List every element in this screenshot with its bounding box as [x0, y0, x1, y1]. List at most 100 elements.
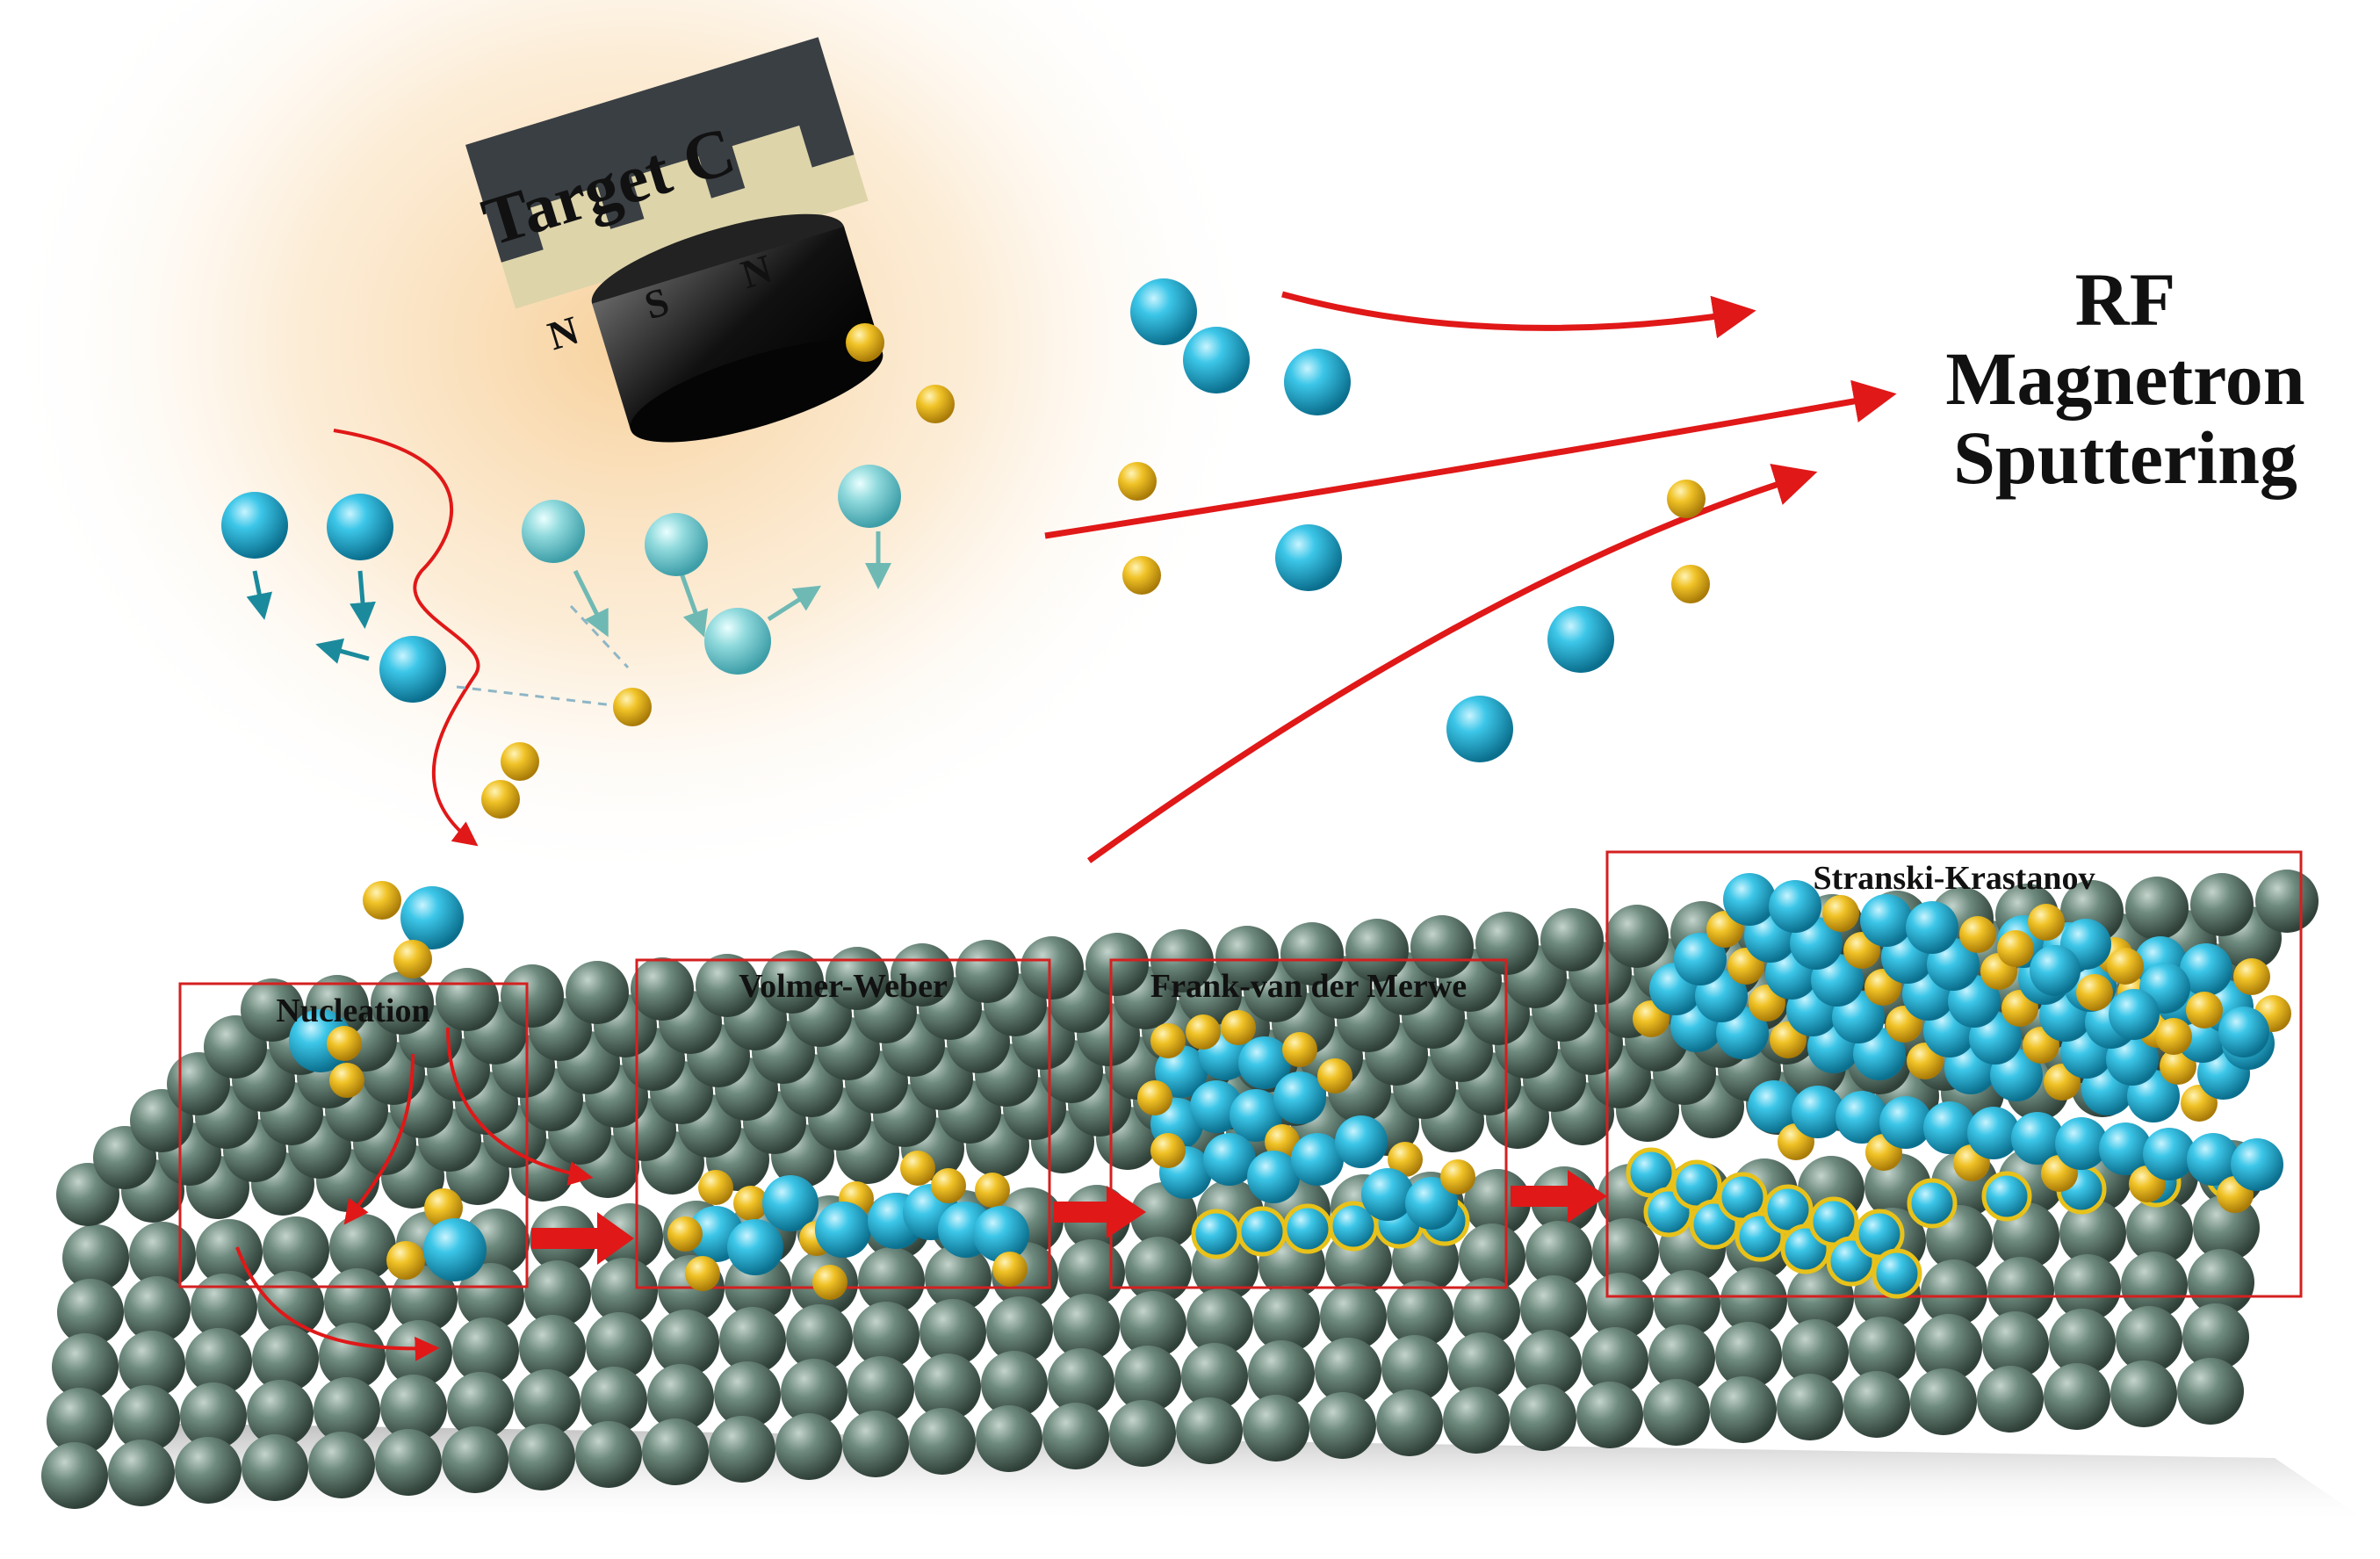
substrate-atom	[2190, 873, 2254, 936]
transition-arrow-2	[1054, 1186, 1146, 1238]
cyan-atom	[1237, 1206, 1287, 1257]
gold-atom	[685, 1256, 720, 1291]
substrate-atom	[920, 1299, 986, 1366]
cyan-atom	[2109, 989, 2160, 1040]
substrate-atom	[524, 1260, 591, 1327]
gold-atom	[931, 1168, 966, 1203]
cyan-atom	[1291, 1133, 1344, 1186]
substrate-atom	[925, 1245, 992, 1311]
cyan-atom	[1191, 1209, 1242, 1259]
substrate-atom	[2177, 1358, 2244, 1425]
gold-atom	[1440, 1159, 1475, 1195]
gold-atom	[916, 385, 955, 423]
gold-atom	[2233, 958, 2270, 995]
cyan-atom	[423, 1218, 487, 1281]
substrate-atom	[2121, 1252, 2188, 1318]
substrate-atom	[1643, 1379, 1710, 1446]
substrate-atom	[1587, 1273, 1654, 1339]
substrate-atom	[2182, 1303, 2249, 1370]
substrate-atom	[909, 1408, 976, 1475]
cyan-atom	[1981, 1171, 2032, 1222]
substrate-atom	[586, 1312, 653, 1379]
substrate-atom	[1459, 1223, 1525, 1290]
substrate-atom	[175, 1437, 242, 1504]
cyan-atom	[1361, 1168, 1414, 1221]
cyan-atom-faded	[522, 500, 585, 563]
cyan-atom	[1238, 1036, 1291, 1089]
substrate-atom	[2116, 1306, 2182, 1373]
gold-atom	[2076, 974, 2113, 1011]
substrate-atom	[252, 1325, 319, 1392]
cyan-atom	[1190, 1080, 1243, 1133]
substrate-atom	[696, 954, 759, 1017]
substrate-atom	[2110, 1361, 2177, 1427]
substrate-atom	[842, 1411, 909, 1477]
cyan-atom	[2030, 945, 2081, 996]
stage-label-volmer-weber: Volmer-Weber	[739, 968, 948, 1005]
gold-atom	[363, 881, 401, 920]
substrate-atom	[391, 1266, 458, 1332]
gold-atom	[1186, 1014, 1221, 1050]
substrate-atom	[719, 1307, 786, 1374]
substrate-atom	[1381, 1335, 1448, 1402]
gold-atom	[698, 1170, 733, 1205]
atom-motion-arrows	[246, 531, 891, 664]
substrate-atom	[786, 1304, 853, 1371]
substrate-atom	[1186, 1288, 1253, 1355]
stage-box-nucleation	[178, 982, 529, 1288]
gold-atom	[613, 688, 652, 726]
stage-label-stranski-krastanov: Stranski-Krastanov	[1814, 860, 2095, 897]
gold-atom	[1388, 1142, 1423, 1177]
substrate-atom	[1921, 1259, 1987, 1326]
substrate-atom	[986, 1296, 1053, 1363]
substrate-atom	[581, 1367, 647, 1433]
cyan-atom	[1335, 1115, 1388, 1168]
cyan-atom	[762, 1175, 819, 1231]
flow-arrow-middle	[1044, 379, 1897, 539]
gold-atom	[2186, 992, 2223, 1029]
cyan-atom	[1405, 1177, 1458, 1230]
cyan-atom	[1183, 327, 1250, 393]
substrate-atom	[1130, 1182, 1197, 1249]
substrate-atom	[1309, 1392, 1376, 1459]
cyan-atom	[2218, 1007, 2269, 1057]
substrate-atom	[124, 1276, 191, 1343]
flow-arrows	[1044, 291, 1897, 863]
sputtered-atoms	[221, 278, 1710, 1098]
substrate-atom	[247, 1380, 314, 1447]
substrate-atom	[458, 1263, 524, 1330]
substrate-atom	[1515, 1330, 1582, 1397]
substrate-atom	[1540, 908, 1604, 971]
substrate-atom	[380, 1375, 447, 1441]
cyan-atom	[2055, 1117, 2108, 1170]
substrate-atom	[1654, 1270, 1720, 1337]
substrate-atom	[447, 1372, 514, 1439]
substrate-atom	[761, 950, 824, 1014]
title-line-3: Sputtering	[1953, 415, 2297, 500]
cyan-atom	[1967, 1107, 2020, 1159]
cyan-atom	[2187, 1133, 2239, 1186]
substrate-atom	[1042, 1403, 1109, 1469]
cyan-atom	[1284, 349, 1351, 415]
substrate-atom	[1525, 1221, 1592, 1288]
substrate-atom	[847, 1356, 914, 1423]
gold-atom	[386, 1241, 425, 1280]
substrate-atom	[62, 1224, 129, 1291]
stage-label-nucleation: Nucleation	[276, 992, 429, 1029]
substrate-atom	[2126, 1197, 2193, 1264]
substrate-atom	[1849, 1317, 1915, 1383]
substrate-atom	[1315, 1338, 1381, 1404]
cyan-atom	[815, 1202, 871, 1258]
substrate-atom	[1320, 1283, 1387, 1350]
substrate-atom	[1387, 1281, 1453, 1347]
substrate-atom	[566, 961, 629, 1024]
substrate-atom	[642, 1418, 709, 1485]
flow-arrow-top	[1281, 291, 1756, 339]
cyan-atom	[1273, 1072, 1326, 1124]
gold-atom	[992, 1252, 1028, 1287]
substrate-atom	[1710, 1376, 1777, 1443]
cyan-atom	[973, 1206, 1029, 1262]
substrate-atom	[591, 1258, 658, 1324]
substrate-atom	[119, 1331, 185, 1397]
cyan-atom	[1907, 1178, 1958, 1229]
